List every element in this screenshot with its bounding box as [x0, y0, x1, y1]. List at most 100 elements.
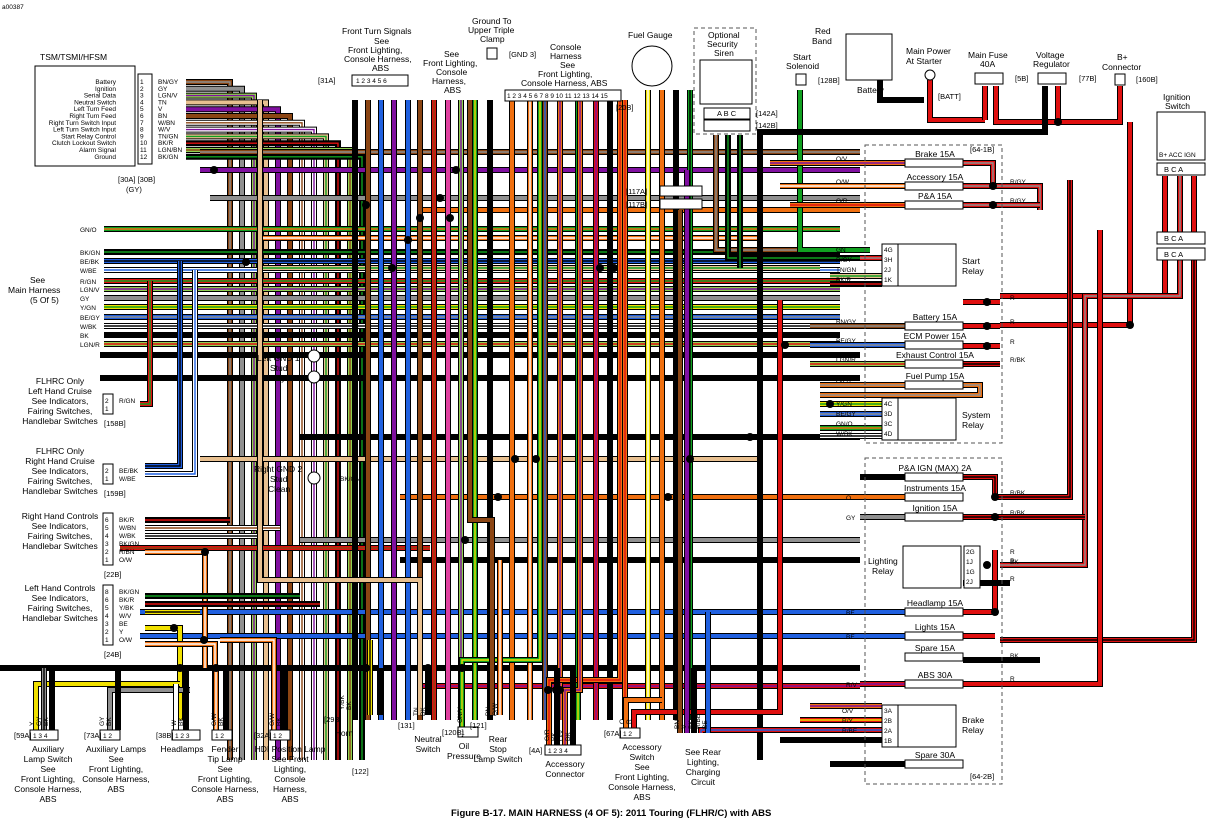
- left-block-wire: R/BN: [119, 549, 135, 556]
- left-block-pin: 6: [105, 597, 109, 604]
- fuse-upper-wire-right: R/BK: [1010, 357, 1026, 364]
- left-block-line: See Indicators,: [32, 593, 89, 603]
- see-front-l2: Front Lighting,: [423, 58, 477, 68]
- see-front-l3: Console: [436, 67, 467, 77]
- fuse-icon: [904, 340, 964, 350]
- regulator-ground: [758, 86, 1047, 760]
- relay-name-l2: Relay: [962, 725, 984, 735]
- front-turn-l2: See: [374, 36, 389, 46]
- security-conn-b: [142B]: [756, 121, 778, 130]
- tsm-pin-num: 11: [140, 147, 147, 154]
- console-l5: Console Harness, ABS: [521, 78, 608, 88]
- fuse-lower-wire-left: BE: [846, 610, 855, 617]
- bottom-connector-line: Headlamps: [161, 744, 204, 754]
- left-block-connector: [102, 393, 114, 415]
- bottom-connector-line: ABS: [633, 792, 650, 802]
- left-block-pin: 2: [105, 398, 109, 405]
- splice-dot: [416, 214, 424, 222]
- bottom-connector-wire: BK: [551, 732, 558, 741]
- main-fuse-connector: [974, 72, 1004, 85]
- volt-reg-conn: [77B]: [1079, 74, 1097, 83]
- relay-pin: 3A: [884, 708, 893, 715]
- bottom-connector-conn: [38B]: [156, 731, 174, 740]
- cruise-l-wire-stripe: [140, 281, 151, 405]
- left-harness-l2: Main Harness: [8, 285, 60, 295]
- fuse-label: ABS 30A: [918, 670, 953, 680]
- fuse-label: Ignition 15A: [913, 503, 958, 513]
- bottom-connector-wire: GY: [36, 716, 43, 726]
- bottom-connector-conn: [131]: [398, 721, 415, 730]
- bottom-connector-pins: 1 2: [273, 733, 282, 740]
- fuse-lower-wire-left: R/V: [846, 682, 858, 689]
- relay-wire: O/V: [842, 708, 854, 715]
- batt-feed: [928, 80, 985, 122]
- bottom-connector-line: Console Harness,: [608, 782, 676, 792]
- splice-dot: [210, 166, 218, 174]
- start-sol-connector: [795, 73, 807, 86]
- splice-dot: [446, 214, 454, 222]
- left-harness-wire-label: GY: [80, 296, 90, 303]
- tsm-pin-label: Alarm Signal: [79, 147, 116, 154]
- bottom-connector-shell: [269, 729, 291, 741]
- splice-dot: [983, 298, 991, 306]
- relay-pin: 3C: [884, 421, 893, 428]
- relay-name-l2: Relay: [872, 566, 894, 576]
- tsm-pin-label: Ground: [94, 154, 116, 161]
- bottom-connector-conn2: [122]: [352, 767, 369, 776]
- bplus-conn: [160B]: [1136, 75, 1158, 84]
- left-block-line: See Indicators,: [32, 466, 89, 476]
- relay-wire: GN: [836, 247, 846, 254]
- fuse-upper-wire-left: O/R: [836, 198, 848, 205]
- front-turn-conn: [31A]: [318, 76, 336, 85]
- bottom-connector-wire: GY: [99, 716, 106, 726]
- fuse-label: ECM Power 15A: [904, 331, 967, 341]
- tsm-pin-label: Ignition: [95, 86, 116, 93]
- bottom-connector-wire: BK: [276, 717, 283, 726]
- siren-icon: [699, 59, 753, 105]
- splice-dot: [983, 342, 991, 350]
- splice-dot: [991, 493, 999, 501]
- console-connector: [504, 89, 622, 102]
- bottom-connector-line: Console Harness,: [14, 784, 82, 794]
- splice-dot: [610, 264, 618, 272]
- gnd-top-l3: Clamp: [480, 34, 505, 44]
- left-block-line: Fairing Switches,: [28, 603, 93, 613]
- bottom-connector-wire: BN: [674, 720, 681, 729]
- left-block-wire: Y: [119, 629, 124, 636]
- front-turn-connector: [351, 74, 409, 87]
- tsm-pin-num: 8: [140, 127, 144, 134]
- red-band-l2: Band: [812, 36, 832, 46]
- tsm-wire-stripe: [186, 156, 363, 760]
- left-block-wire: W/V: [119, 613, 132, 620]
- bottom-connector-wire: BK: [43, 717, 50, 726]
- tsm-title: TSM/TSMI/HFSM: [40, 52, 107, 62]
- bottom-connector-line: Front Lighting,: [198, 774, 252, 784]
- bottom-connector-line: Lamp Switch: [474, 754, 523, 764]
- relay-pin: 4D: [884, 431, 893, 438]
- tsm-connector: [137, 73, 153, 165]
- fuse-label: Headlamp 15A: [907, 598, 964, 608]
- tsm-pin-num: 2: [140, 86, 144, 93]
- c117b: [117B]: [626, 200, 647, 209]
- volt-reg-l2: Regulator: [1033, 59, 1070, 69]
- left-harness-wire-label: Y/GN: [80, 305, 96, 312]
- fuse-icon: [904, 631, 964, 641]
- left-harness-l3: (5 Of 5): [30, 295, 59, 305]
- left-harness-wire-label: R/GN: [80, 279, 97, 286]
- tsm-pin-num: 4: [140, 99, 144, 106]
- c117b-connector: [659, 198, 703, 210]
- console-pins: 1 2 3 4 5 6 7 8 9 10 11 12 13 14 15: [507, 93, 608, 100]
- security-conn-a: [142A]: [756, 109, 778, 118]
- splice-dot: [989, 201, 997, 209]
- security-abc: A B C: [717, 109, 737, 118]
- bottom-connector-line: Harness,: [273, 784, 307, 794]
- rear-rbe-stripe: [700, 729, 790, 733]
- security-l3: Siren: [714, 48, 734, 58]
- left-block-line: Handlebar Switches: [22, 541, 98, 551]
- tsm-pin-wire: BK/GN: [158, 154, 179, 161]
- starter-stud-icon: [924, 69, 936, 81]
- front-turn-l3: Front Lighting,: [348, 45, 402, 55]
